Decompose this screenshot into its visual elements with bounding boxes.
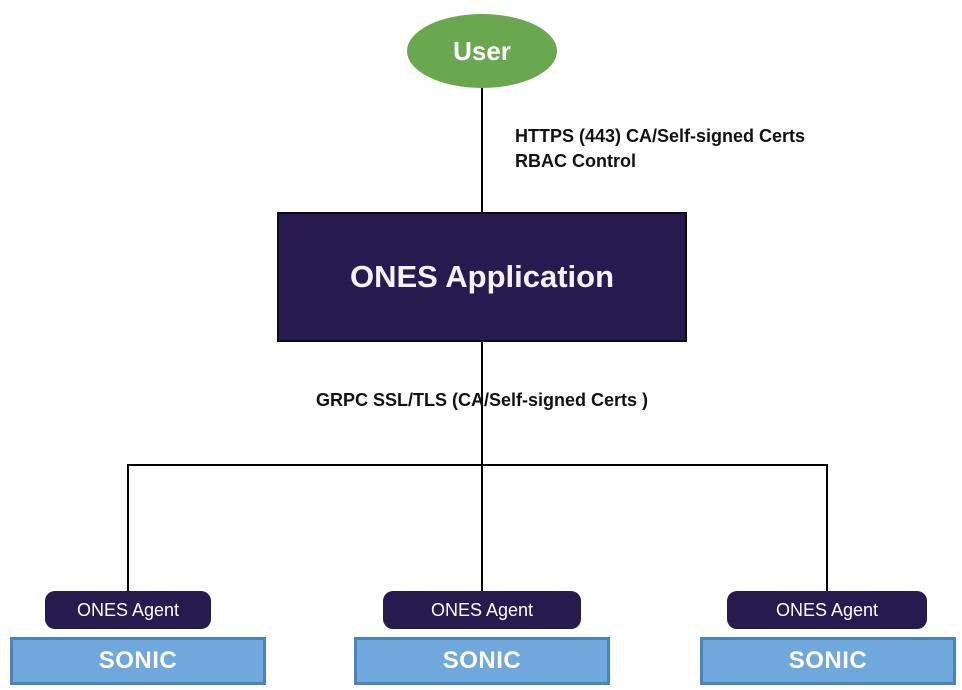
ones-agent-node-left: ONES Agent (45, 591, 211, 629)
edge-branch-horizontal (127, 464, 828, 466)
app-agents-edge-label: GRPC SSL/TLS (CA/Self-signed Certs ) (315, 390, 649, 410)
sonic-node-middle: SONIC (354, 637, 610, 685)
ones-agent-node-right: ONES Agent (727, 591, 927, 629)
sonic-label: SONIC (788, 647, 868, 674)
edge-branch-to-right-agent (826, 464, 828, 592)
ones-agent-label: ONES Agent (430, 599, 534, 620)
user-node-label: User (453, 35, 511, 66)
sonic-node-left: SONIC (10, 637, 266, 685)
ones-application-label: ONES Application (349, 259, 615, 294)
ones-agent-label: ONES Agent (76, 599, 180, 620)
ones-agent-node-middle: ONES Agent (383, 591, 581, 629)
sonic-node-right: SONIC (700, 637, 956, 685)
user-node: User (407, 14, 557, 88)
ones-application-node: ONES Application (277, 212, 687, 342)
edge-user-to-app (481, 86, 483, 212)
ones-agent-label: ONES Agent (775, 599, 879, 620)
rbac-control-label: RBAC Control (515, 151, 636, 171)
edge-app-to-middle-agent (481, 342, 483, 592)
https-cert-label: HTTPS (443) CA/Self-signed Certs (515, 126, 806, 146)
user-app-edge-label: HTTPS (443) CA/Self-signed Certs RBAC Co… (515, 124, 805, 174)
sonic-label: SONIC (442, 647, 522, 674)
sonic-label: SONIC (98, 647, 178, 674)
edge-branch-to-left-agent (127, 464, 129, 592)
